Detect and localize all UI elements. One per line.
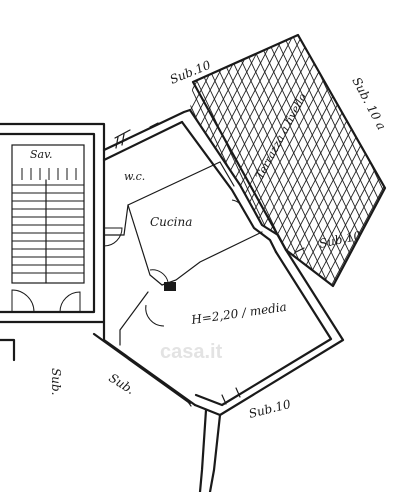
terrace-hatch-line (190, 35, 268, 286)
terrace-hatch-line (0, 0, 6, 320)
terrace-hatch-line (393, 0, 402, 320)
terrace-hatch-line (190, 35, 304, 286)
terrace-hatch-line (394, 0, 402, 320)
terrace-hatch-line (190, 35, 274, 286)
terrace-hatch-line (190, 35, 259, 286)
terrace-hatch-line (0, 0, 105, 320)
terrace-hatch-line (190, 35, 223, 286)
terrace-hatch-line (347, 35, 385, 286)
terrace-hatch-line (275, 35, 385, 286)
terrace-hatch-line (190, 35, 220, 286)
label-wc: w.c. (124, 170, 145, 183)
terrace-hatch-line (190, 35, 229, 286)
terrace-hatch-line (190, 35, 286, 286)
terrace-hatch-line (6, 0, 156, 320)
terrace-hatch-line (190, 35, 193, 286)
terrace-hatch-line (0, 0, 147, 320)
label-sub-bottom-right: Sub.10 (247, 397, 292, 421)
stairwell (0, 122, 106, 362)
terrace-hatch-line (357, 35, 385, 286)
label-sub-right-top: Sub. 10 a (349, 75, 388, 132)
terrace-hatch-line (0, 0, 15, 320)
terrace-grid (0, 0, 402, 320)
terrace-hatch-line (365, 35, 385, 286)
terrace-hatch-line (190, 35, 232, 286)
terrace-hatch-line (312, 35, 385, 286)
terrace-hatch-line (231, 35, 385, 286)
terrace-hatch-line (339, 35, 385, 286)
terrace-hatch-line (348, 35, 385, 286)
terrace-hatch-line (356, 35, 385, 286)
terrace-hatch-line (0, 0, 114, 320)
terrace-hatch-line (0, 0, 132, 320)
terrace-hatch-line (374, 35, 385, 286)
terrace-hatch-line (375, 35, 385, 286)
terrace-hatch-line (222, 35, 385, 286)
terrace-hatch-line (384, 35, 385, 286)
label-sub-right-mid: Sub.10 (318, 228, 363, 251)
window-ticks (115, 133, 305, 407)
terrace-hatch-line (190, 35, 277, 286)
terrace-hatch-line (190, 35, 313, 286)
terrace-hatch-line (303, 35, 385, 286)
terrace-hatch-line (190, 35, 241, 286)
terrace-hatch-line (293, 35, 385, 286)
stair-treads (12, 168, 84, 274)
label-sub-left-bottom: Sub. (49, 368, 63, 395)
terrace-hatch-line (190, 35, 256, 286)
terrace-hatch-line (0, 0, 33, 320)
terrace-hatch-line (190, 35, 265, 286)
apartment-walls (92, 108, 345, 492)
label-room-height: H=2,20 / media (189, 300, 287, 327)
terrace-hatch-line (0, 0, 159, 320)
terrace-hatch-line (0, 0, 138, 320)
label-stair: Sav. (30, 148, 53, 161)
label-sub-bottom-mid: Sub. (106, 371, 137, 397)
column-icon (164, 282, 176, 291)
terrace-hatch-line (190, 35, 202, 286)
terrace-area (0, 0, 402, 320)
watermark-logo: casa.it (160, 341, 223, 363)
terrace-hatch-line (190, 35, 205, 286)
terrace-hatch-line (383, 35, 385, 286)
terrace-hatch-line (338, 35, 385, 286)
terrace-hatch-line (0, 0, 129, 320)
terrace-hatch-line (266, 35, 385, 286)
terrace-hatch-line (366, 35, 385, 286)
terrace-hatch-line (0, 0, 150, 320)
terrace-hatch-line (0, 0, 141, 320)
label-kitchen: Cucina (150, 215, 192, 229)
terrace-hatch-line (294, 35, 385, 286)
terrace-hatch-line (190, 35, 283, 286)
terrace-hatch-line (190, 35, 331, 286)
terrace-hatch-line (0, 0, 120, 320)
terrace-hatch-line (190, 35, 238, 286)
terrace-hatch-line (204, 35, 376, 286)
